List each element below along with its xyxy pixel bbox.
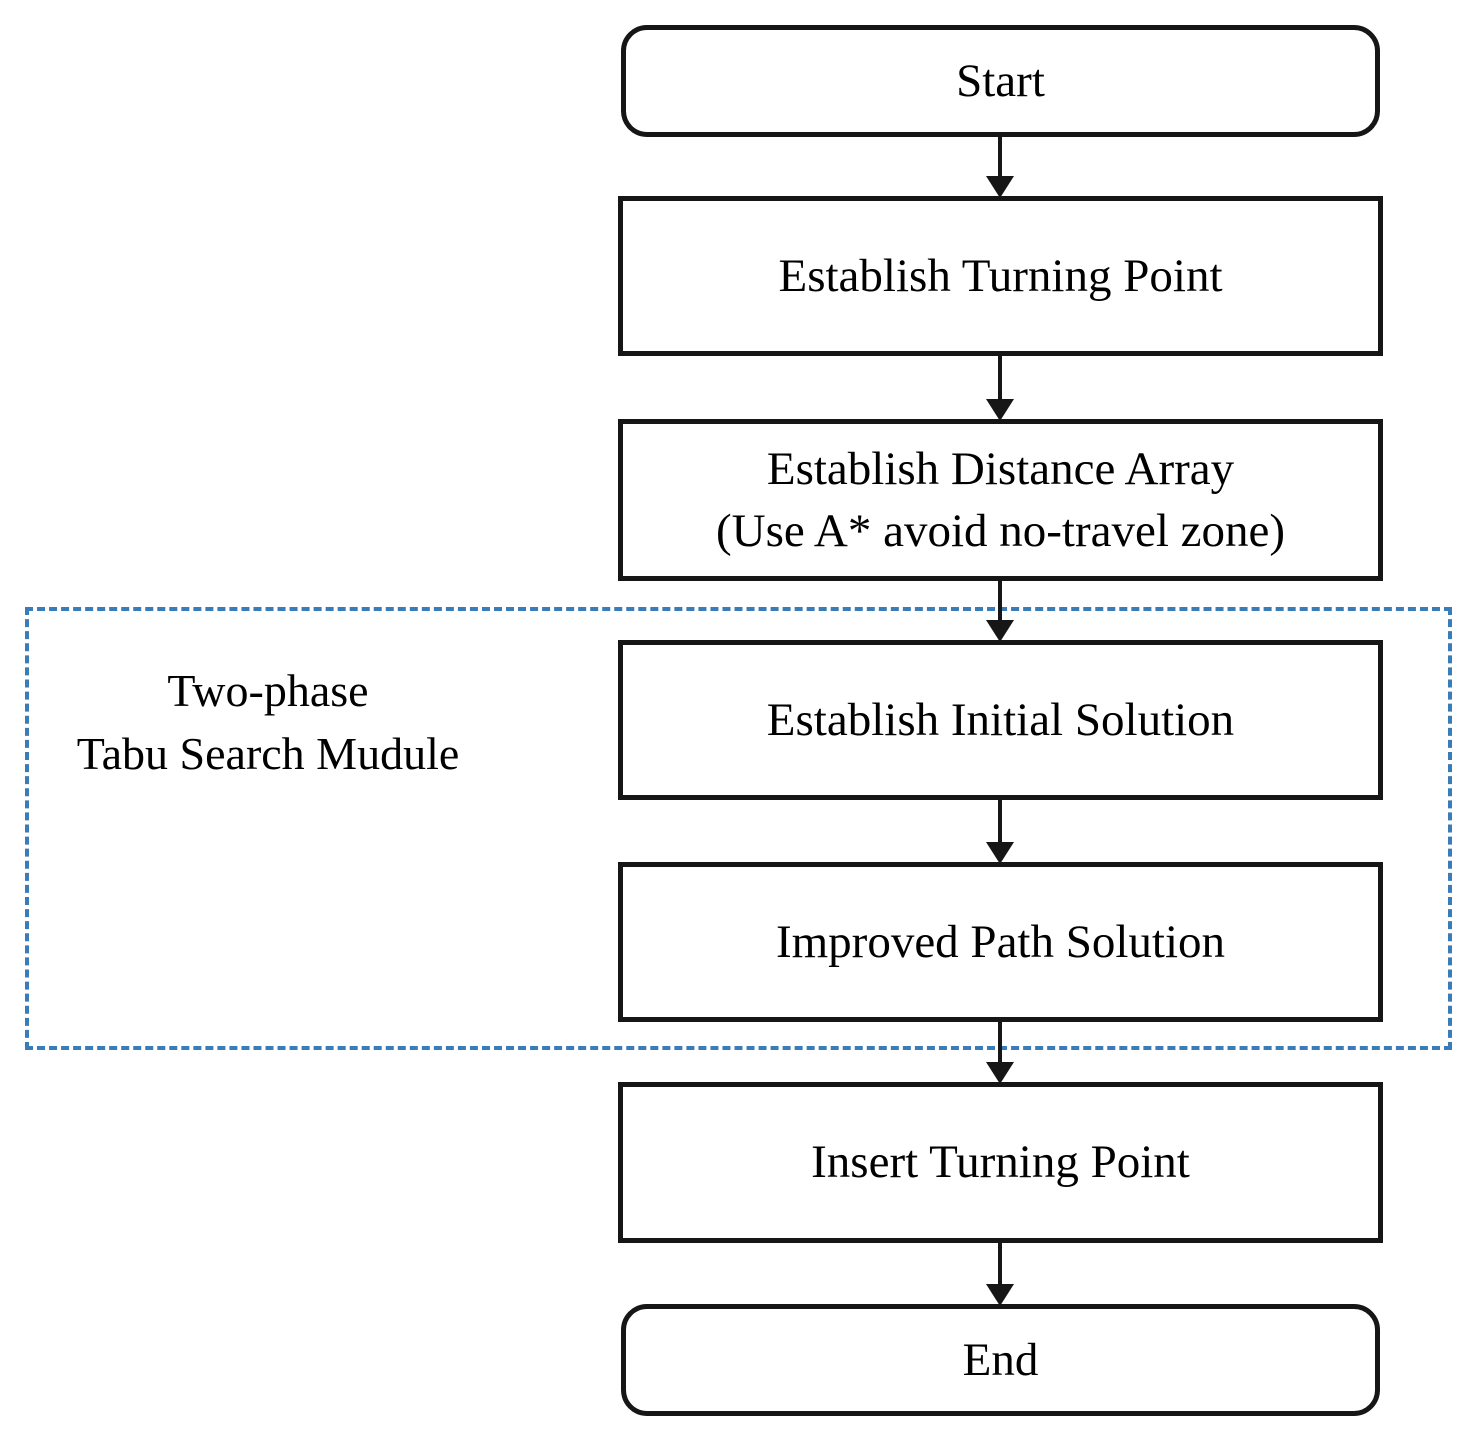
node-improved-path-solution: Improved Path Solution [618,862,1383,1022]
tabu-search-module-group-box [25,607,1452,1050]
flow-arrow-improved-path-to-insert-turning-point [984,1022,1016,1084]
flow-arrow-start-to-turning-point [984,137,1016,198]
node-establish-turning-point: Establish Turning Point [618,196,1383,356]
flow-arrow-turning-point-to-distance-array [984,356,1016,421]
node-establish-distance-array: Establish Distance Array (Use A* avoid n… [618,419,1383,581]
node-end: End [621,1304,1380,1416]
node-insert-turning-point: Insert Turning Point [618,1082,1383,1243]
arrow-head-icon [986,1284,1014,1306]
node-start: Start [621,25,1380,137]
flow-arrow-distance-array-to-initial-solution [984,581,1016,642]
arrow-stem [998,1022,1002,1062]
arrow-head-icon [986,620,1014,642]
node-establish-initial-solution: Establish Initial Solution [618,640,1383,800]
flow-arrow-initial-solution-to-improved-path [984,800,1016,864]
arrow-head-icon [986,176,1014,198]
tabu-search-module-group-label: Two-phase Tabu Search Mudule [76,665,460,779]
arrow-head-icon [986,1062,1014,1084]
arrow-stem [998,581,1002,620]
arrow-stem [998,800,1002,842]
arrow-stem [998,137,1002,176]
flow-arrow-insert-turning-point-to-end [984,1243,1016,1306]
arrow-head-icon [986,842,1014,864]
arrow-stem [998,1243,1002,1284]
arrow-stem [998,356,1002,399]
arrow-head-icon [986,399,1014,421]
